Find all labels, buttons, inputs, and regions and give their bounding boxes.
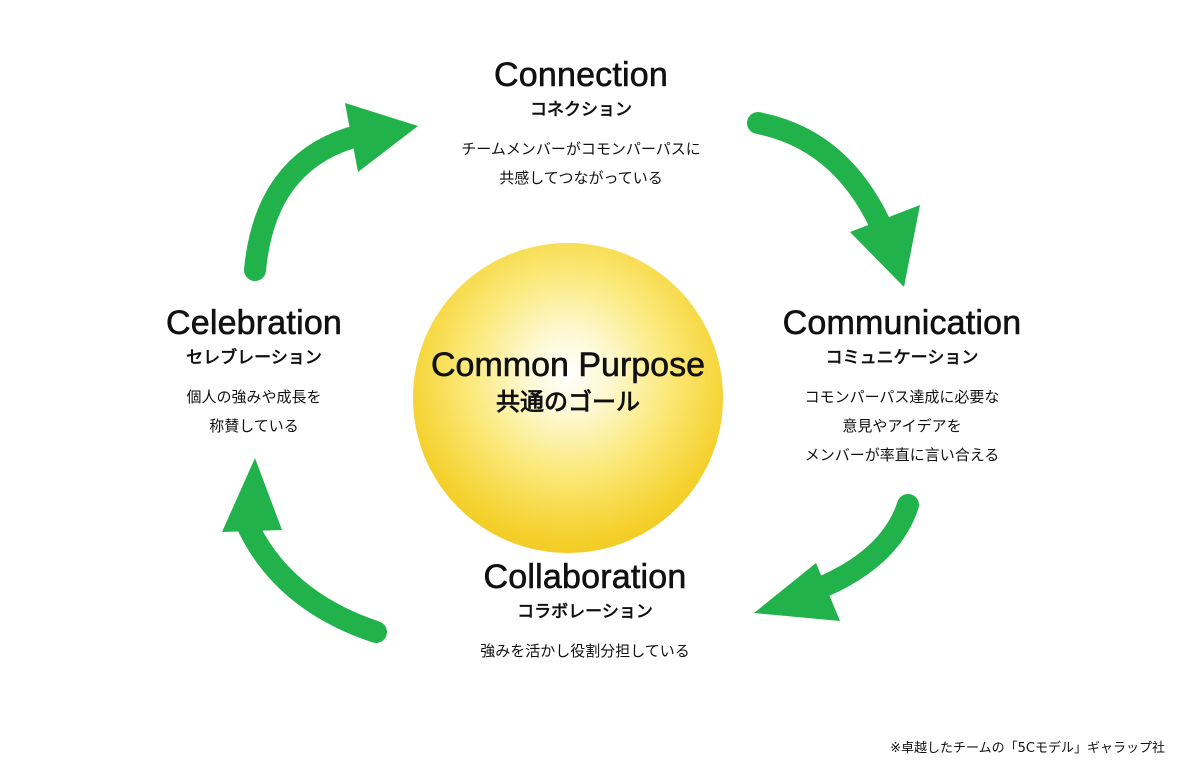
communication-desc-line: 意見やアイデアを: [842, 417, 962, 435]
communication-kana: コミュニケーション: [825, 348, 979, 368]
communication-desc-line: コモンパーパス達成に必要な: [804, 388, 1000, 406]
arrow-connection-to-communication: [747, 112, 896, 246]
node-communication: Communication コミュニケーション コモンパーパス達成に必要な 意見…: [782, 303, 1022, 470]
node-collaboration: Collaboration コラボレーション 強みを活かし役割分担している: [480, 557, 690, 666]
arrow-collaboration-to-celebration: [234, 509, 387, 643]
celebration-description: 個人の強みや成長を 称賛している: [166, 383, 342, 441]
collaboration-description: 強みを活かし役割分担している: [480, 637, 690, 666]
connection-kana: コネクション: [530, 100, 632, 120]
communication-desc-line: メンバーが率直に言い合える: [804, 446, 1000, 464]
common-purpose-label: Common Purpose 共通のゴール: [430, 345, 706, 419]
celebration-title: Celebration: [165, 304, 343, 343]
arrow-head-connection: [345, 103, 418, 172]
source-footnote: ※卓越したチームの「5Cモデル」ギャラップ社: [890, 741, 1165, 756]
arrow-communication-to-collaboration: [804, 494, 919, 601]
node-connection: Connection コネクション チームメンバーがコモンパーパスに 共感してつ…: [461, 55, 700, 193]
arrow-head-collaboration: [754, 563, 840, 621]
communication-title: Communication: [782, 304, 1022, 343]
collaboration-desc-line: 強みを活かし役割分担している: [480, 642, 690, 660]
arrow-head-celebration: [222, 458, 282, 532]
node-celebration: Celebration セレブレーション 個人の強みや成長を 称賛している: [166, 303, 342, 441]
connection-desc-line: チームメンバーがコモンパーパスに: [461, 140, 701, 158]
celebration-desc-line: 個人の強みや成長を: [186, 388, 322, 406]
connection-desc-line: 共感してつながっている: [499, 169, 663, 187]
common-purpose-subtitle: 共通のゴール: [495, 388, 640, 416]
arrow-celebration-to-connection: [244, 127, 361, 281]
collaboration-title: Collaboration: [483, 558, 687, 597]
connection-description: チームメンバーがコモンパーパスに 共感してつながっている: [461, 135, 700, 193]
communication-description: コモンパーパス達成に必要な 意見やアイデアを メンバーが率直に言い合える: [783, 383, 1022, 470]
common-purpose-title: Common Purpose: [430, 346, 706, 385]
common-purpose-circle: [413, 243, 723, 553]
celebration-desc-line: 称賛している: [209, 417, 299, 435]
celebration-kana: セレブレーション: [186, 348, 322, 368]
collaboration-kana: コラボレーション: [517, 602, 653, 622]
connection-title: Connection: [493, 56, 668, 95]
arrow-head-communication: [850, 205, 920, 287]
